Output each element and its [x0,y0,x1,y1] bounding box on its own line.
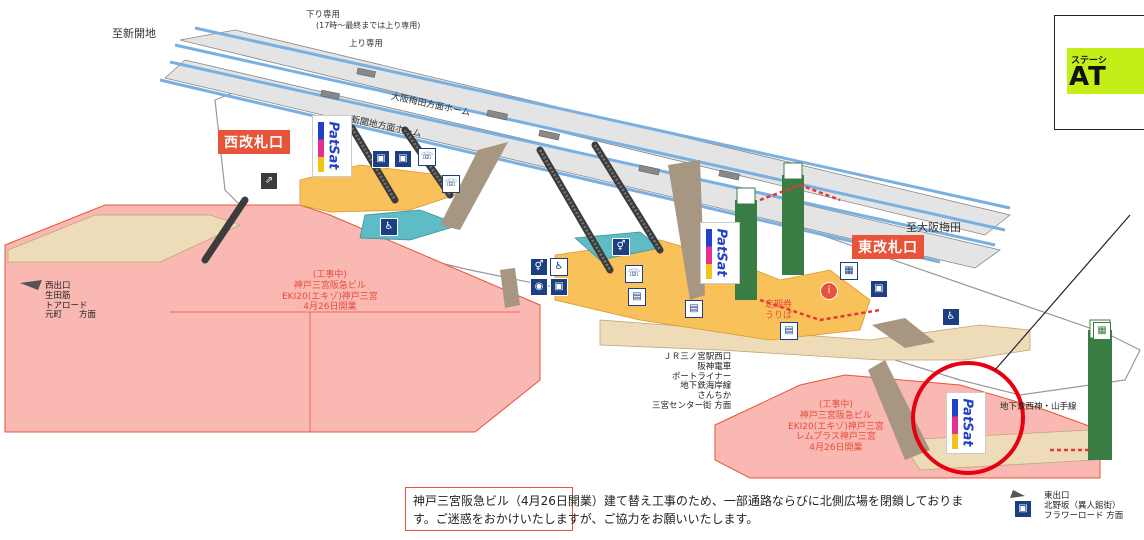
callout-big-text: AT [1069,62,1107,92]
phone-icon: ☏ [442,175,460,193]
patsat-sign-central: PatSat [700,222,740,284]
west-tan-area [7,214,242,263]
label-to-shinkaichi: 至新開地 [112,27,156,40]
label-construction-east: (工事中) 神戸三宮阪急ビル EKI20(エキゾ)神戸三宮 レムプラス神戸三宮 … [788,400,884,454]
track-2 [174,43,1006,232]
locker-icon: ▣ [394,150,412,168]
phone-icon: ☏ [625,265,643,283]
locker-icon: ▣ [372,150,390,168]
info-icon: ◉ [530,278,548,296]
label-teiki: 定期券 うりば [765,300,793,321]
track-1 [194,26,1011,210]
callout-small-text: ステーシ [1071,56,1107,66]
track-3 [169,60,996,247]
locker-icon: ▣ [550,278,568,296]
accessible-route [759,183,1090,452]
toilet-icon: ⚥ [530,258,548,276]
wheelchair-icon: ♿ [942,308,960,326]
patsat-sign-west: PatSat [312,115,352,177]
toilet-icon: ♿ [380,218,398,236]
label-to-osaka-umeda: 至大阪梅田 [906,221,961,234]
phone-icon: ☏ [418,148,436,166]
label-transfers: ＪＲ三ノ宮駅西口 阪神電車 ポートライナー 地下鉄海岸線 さんちか 三宮センター… [652,352,732,411]
info-icon: ▣ [1014,500,1032,518]
label-up-only: 上り専用 [349,39,384,49]
label-west-exit: 西出口 生田筋 トアロード 元町 方面 [45,281,97,321]
escalator-icon: ⇗ [260,172,278,190]
info-icon: i [820,282,838,300]
locker-icon: ▣ [870,280,888,298]
callout-pointer [994,214,1131,371]
east-gate-label: 東改札口 [852,235,924,259]
notice-text: 神戸三宮阪急ビル（4月26日開業）建て替え工事のため、一部通路ならびに北側広場を… [413,494,964,526]
ticket-icon: ▤ [780,322,798,340]
label-down-only-note: (17時～最終までは上り専用) [316,21,421,30]
west-gate-label: 西改札口 [218,130,290,154]
elevator-icon: ▦ [840,262,858,280]
notice-frame [405,487,573,531]
ticket-icon: ▤ [628,288,646,306]
elevators [735,162,1112,460]
toilet-icon: ⚥ [612,238,630,256]
callout-badge [1067,48,1144,94]
label-construction-west: (工事中) 神戸三宮阪急ビル EKI20(エキゾ)神戸三宮 4月26日開業 [282,270,378,313]
highlight-circle [911,361,1025,475]
label-east-exit: 東出口 北野坂（異人館街） フラワーロード 方面 [1044,491,1124,521]
wheelchair-icon: ♿ [550,258,568,276]
locker-icon: ▤ [685,300,703,318]
patsat-sign-east: PatSat [946,392,986,454]
stairs-icon: ▦ [1093,322,1111,340]
label-down-only: 下り専用 [306,10,341,20]
label-subway-line: 地下鉄西神・山手線 [1000,402,1077,412]
